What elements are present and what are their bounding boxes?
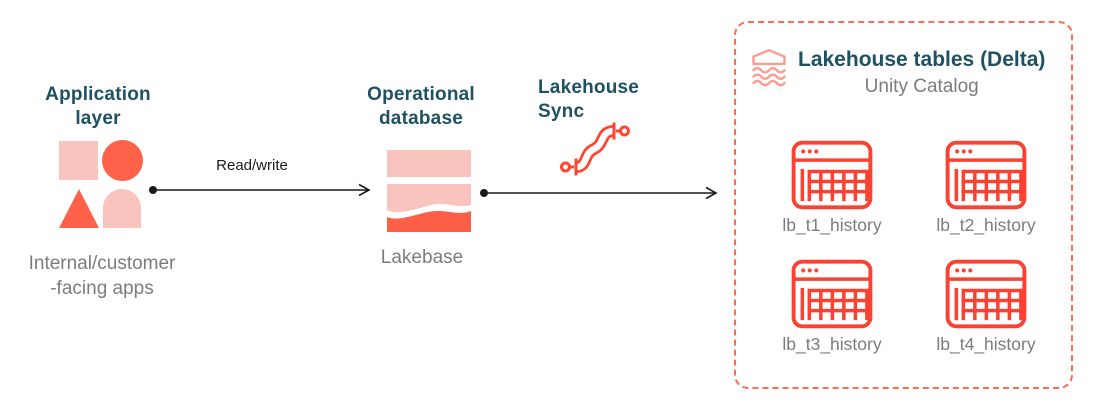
application-layer-title: Application layer xyxy=(45,84,151,129)
application-layer-caption: Internal/customer -facing apps xyxy=(28,253,176,299)
catalog-header: Lakehouse tables (Delta) Unity Catalog xyxy=(748,47,1063,99)
table-item: lb_t1_history xyxy=(766,139,898,236)
read-write-arrow xyxy=(149,183,371,197)
table-label: lb_t3_history xyxy=(782,334,882,354)
read-write-label: Read/write xyxy=(216,157,288,174)
circle-shape xyxy=(102,140,143,181)
table-label: lb_t4_history xyxy=(936,334,1036,354)
delta-table-icon xyxy=(791,140,873,210)
app-shapes-icon xyxy=(59,140,145,228)
catalog-subtitle: Unity Catalog xyxy=(864,76,979,97)
table-item: lb_t3_history xyxy=(766,258,898,355)
sync-pipeline-icon xyxy=(560,122,630,176)
catalog-title: Lakehouse tables (Delta) xyxy=(798,48,1046,71)
sync-arrow xyxy=(480,186,718,200)
table-item: lb_t4_history xyxy=(920,258,1052,355)
operational-database-title: Operational database xyxy=(367,84,475,129)
arch-shape xyxy=(103,189,141,228)
square-shape xyxy=(59,141,98,180)
lakehouse-tables-box: Lakehouse tables (Delta) Unity Catalog xyxy=(734,21,1073,389)
table-label: lb_t2_history xyxy=(936,215,1036,235)
delta-table-icon xyxy=(791,259,873,329)
delta-table-icon xyxy=(945,259,1027,329)
triangle-shape xyxy=(59,189,99,228)
arrowhead-icon xyxy=(358,183,371,197)
table-label: lb_t1_history xyxy=(782,215,882,235)
lakehouse-icon xyxy=(752,49,786,87)
tables-grid: lb_t1_history lb_t2_history xyxy=(766,139,1052,355)
lakebase-icon xyxy=(387,150,471,232)
table-item: lb_t2_history xyxy=(920,139,1052,236)
delta-table-icon xyxy=(945,140,1027,210)
lakebase-caption: Lakebase xyxy=(380,247,464,268)
lakehouse-sync-title: Lakehouse Sync xyxy=(538,77,640,122)
arrowhead-icon xyxy=(705,186,718,200)
